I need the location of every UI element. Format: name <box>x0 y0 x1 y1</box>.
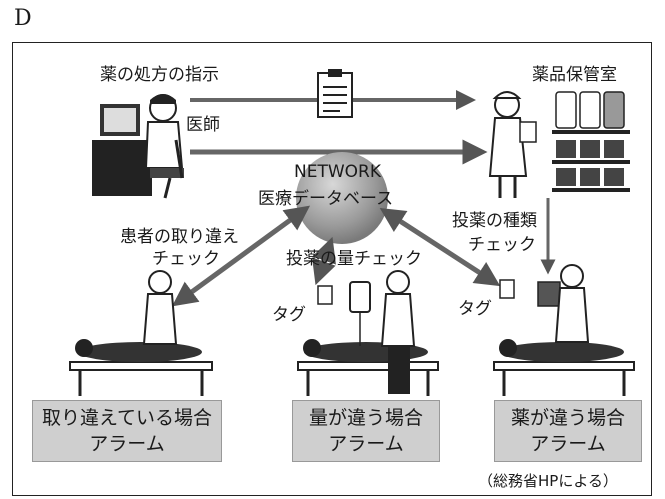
alarm-box-dose: 量が違う場合 アラーム <box>292 400 440 462</box>
alarm-box-drug: 薬が違う場合 アラーム <box>494 400 642 462</box>
prescription-label: 薬の処方の指示 <box>100 65 219 85</box>
figure-frame <box>12 42 652 496</box>
medicine-shelf-icon <box>552 91 630 192</box>
type-check-line1: 投薬の種類 <box>452 211 537 231</box>
type-check-line2: チェック <box>468 235 536 255</box>
network-subtitle: 医療データベース <box>258 189 394 209</box>
alarm-box-line2: アラーム <box>89 433 165 455</box>
alarm-box-line2: アラーム <box>328 433 404 455</box>
source-note: （総務省HPによる） <box>478 472 618 490</box>
pharmacy-label: 薬品保管室 <box>532 65 617 85</box>
nurse-icon <box>488 91 537 198</box>
dose-check-label: 投薬の量チェック <box>286 249 422 269</box>
alarm-box-mismatch: 取り違えている場合 アラーム <box>32 400 222 462</box>
tag-label-center: タグ <box>272 305 306 325</box>
patient-check-line1: 患者の取り違え <box>120 227 239 247</box>
database-sphere-icon <box>296 152 388 244</box>
network-title: NETWORK <box>294 162 381 182</box>
doctor-label: 医師 <box>186 115 220 135</box>
patient-check-line2: チェック <box>152 249 220 269</box>
alarm-box-line1: 量が違う場合 <box>308 407 423 429</box>
iv-drip-icon <box>297 270 439 396</box>
tag-label-right: タグ <box>458 299 492 319</box>
figure-label: D <box>14 6 32 31</box>
network-arrows <box>171 198 556 307</box>
alarm-box-line2: アラーム <box>530 433 606 455</box>
bed-patient-icon-right <box>493 264 635 396</box>
alarm-box-line1: 取り違えている場合 <box>41 407 213 429</box>
clipboard-icon <box>317 69 353 118</box>
bed-patient-icon <box>69 270 213 396</box>
doctor-computer-icon <box>92 94 184 199</box>
alarm-box-line1: 薬が違う場合 <box>510 407 625 429</box>
